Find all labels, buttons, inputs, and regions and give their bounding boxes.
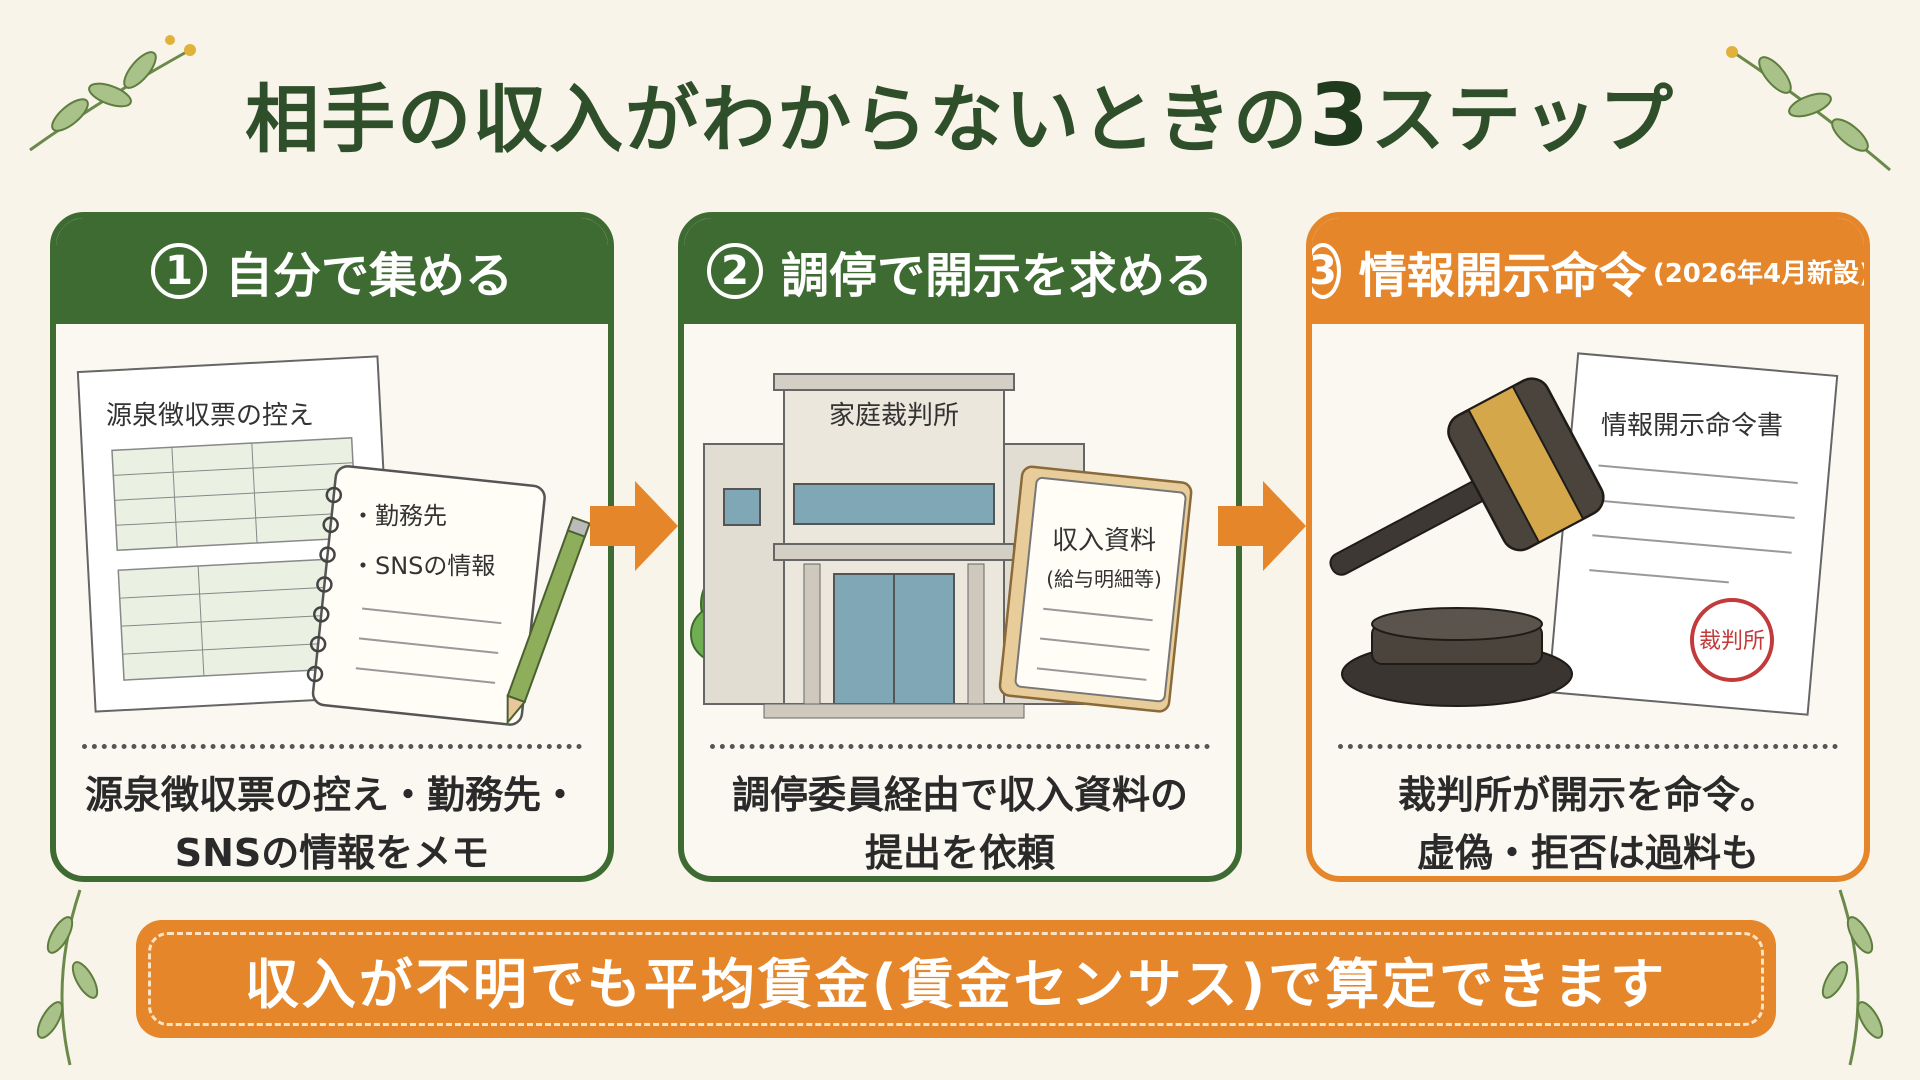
notebook-icon [306,465,546,726]
caption-line: SNSの情報をメモ [174,831,490,875]
title-number: 3 [1309,66,1371,166]
step-header-2: 2 調停で開示を求める [684,218,1236,324]
gavel-icon [1329,377,1605,707]
step-heading-2: 調停で開示を求める [780,248,1213,304]
book-title: 収入資料 [1052,526,1156,556]
step-heading-3: 情報開示命令 [1358,248,1647,304]
pencil-icon [506,516,591,726]
step-card-2: 2 調停で開示を求める 家庭裁判所 [678,212,1242,882]
caption-line: 裁判所が開示を命令。 [1397,773,1778,817]
step-number-1: 1 [150,243,207,299]
step-heading-1: 自分で集める [224,248,513,304]
title-suffix: ステップ [1370,77,1675,163]
caption-line: 虚偽・拒否は過料も [1416,831,1759,875]
step-number-3: 3 [1312,243,1341,299]
arrow-right-icon [590,481,678,571]
leaf-sprig-icon [36,889,99,1066]
card-divider [1338,744,1838,749]
order-document [1547,352,1839,716]
step-header-3: 3 情報開示命令 (2026年4月新設) [1312,218,1864,324]
summary-banner: 収入が不明でも平均賃金(賃金センサス)で算定できます [136,920,1776,1038]
caption-line: 調停委員経由で収入資料の [731,773,1188,817]
caption-line: 源泉徴収票の控え・勤務先・ [84,773,579,817]
step-illustration-2: 家庭裁判所 収入資料 (給与明細等) [690,373,1193,719]
book-subtitle: (給与明細等) [1046,567,1162,591]
banner-text: 収入が不明でも平均賃金(賃金センサス)で算定できます [244,952,1668,1016]
card-divider [710,744,1210,749]
title-main: 相手の収入がわからないときの [245,77,1310,163]
arrow-right-icon [1218,481,1306,571]
step-card-1: 1 自分で集める 源泉徴収票の控え [50,212,614,882]
document-folder-icon [998,465,1193,713]
leaf-sprig-icon [1821,889,1884,1066]
caption-line: 提出を依頼 [864,831,1055,875]
step-caption-1: 源泉徴収票の控え・勤務先・ SNSの情報をメモ [66,766,598,876]
notebook-line-1: ・勤務先 [351,502,447,530]
step-heading-sub-3: (2026年4月新設) [1652,258,1870,289]
step-card-3: 3 情報開示命令 (2026年4月新設) 情報開示命令書 裁判所 [1306,212,1870,882]
stamp-text: 裁判所 [1699,629,1765,654]
building-sign: 家庭裁判所 [829,401,959,431]
step-header-1: 1 自分で集める [56,218,608,324]
order-doc-title: 情報開示命令書 [1601,411,1783,441]
notebook-line-2: ・SNSの情報 [351,552,495,580]
doc-title-1: 源泉徴収票の控え [106,401,314,431]
step-number-2: 2 [706,243,763,299]
step-illustration-3: 情報開示命令書 裁判所 [1329,352,1839,716]
step-illustration-1: 源泉徴収票の控え ・勤務先 ・SNSの情報 [76,355,591,726]
withholding-slip-document [76,355,397,713]
card-divider [82,744,582,749]
banner-dashed-border [148,932,1764,1026]
leaf-sprig-icon [29,35,196,152]
page-title: 相手の収入がわからないときの3ステップ [0,60,1920,167]
step-caption-3: 裁判所が開示を命令。 虚偽・拒否は過料も [1322,766,1854,876]
stamp-icon [1690,598,1774,682]
step-caption-2: 調停委員経由で収入資料の 提出を依頼 [694,766,1226,876]
leaf-sprig-icon [1726,46,1891,172]
